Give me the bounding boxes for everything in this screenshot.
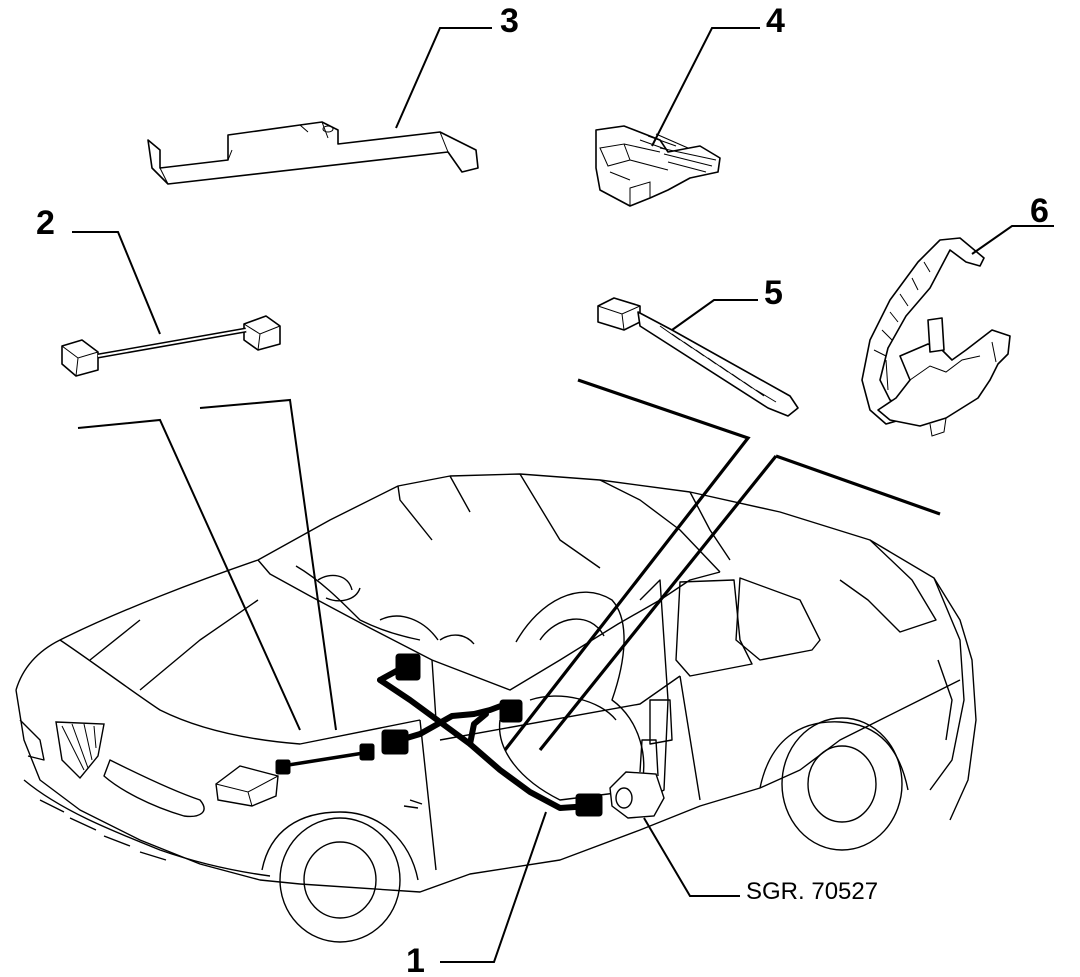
callout-4: 4	[651, 2, 785, 147]
reference-code: SGR. 70527	[746, 878, 878, 905]
callout-number-5: 5	[764, 274, 783, 312]
callout-number-4: 4	[766, 2, 785, 40]
part-2-cable	[61, 315, 281, 377]
callout-number-6: 6	[1030, 192, 1049, 230]
callout-number-3: 3	[500, 2, 519, 40]
callout-number-1: 1	[406, 942, 425, 977]
wiring-harness-1	[275, 653, 603, 817]
part-3-bracket	[147, 121, 479, 185]
callout-6: 6	[971, 192, 1054, 255]
part-4-connector	[595, 125, 721, 207]
callout-1: 1	[406, 811, 547, 977]
callout-5: 5	[671, 274, 783, 331]
callout-3: 3	[395, 2, 519, 129]
leader-lines	[77, 378, 941, 752]
car-illustration	[15, 473, 977, 943]
part-6-clip	[861, 237, 1011, 437]
callout-2: 2	[36, 204, 161, 335]
callout-number-2: 2	[36, 204, 55, 242]
part-5-cable-tie	[597, 297, 799, 417]
reference-code-group: SGR. 70527	[643, 817, 878, 905]
